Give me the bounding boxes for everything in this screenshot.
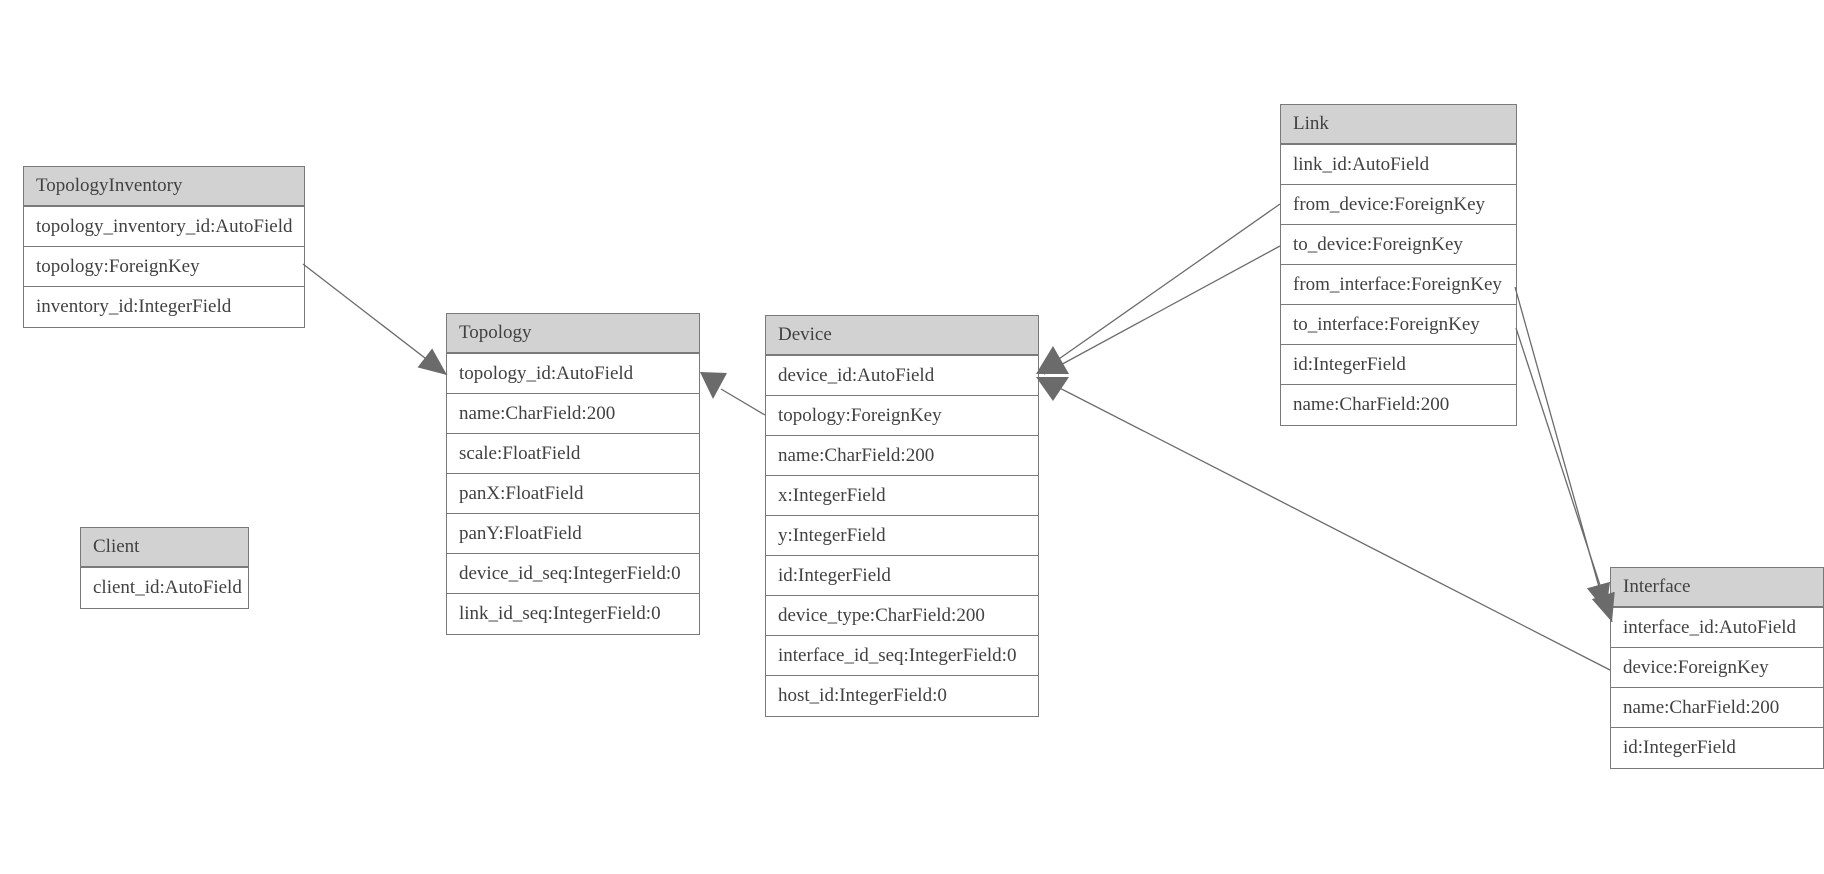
edge-link-to-interface-interface	[1515, 327, 1615, 623]
entity-field: from_device:ForeignKey	[1281, 185, 1516, 225]
entity-field: host_id:IntegerField:0	[778, 685, 947, 706]
entity-field: id:IntegerField	[1281, 345, 1516, 385]
entity-title: Device	[766, 316, 1038, 356]
entity-field: inventory_id:IntegerField	[36, 296, 232, 317]
entity-title: Interface	[1611, 568, 1823, 608]
entity-field: link_id:AutoField	[1281, 145, 1516, 185]
entity-field: id:IntegerField	[766, 556, 1038, 596]
entity-field: id:IntegerField	[1623, 737, 1736, 758]
entity-field: topology:ForeignKey	[24, 247, 304, 287]
entity-title: TopologyInventory	[24, 167, 304, 207]
entity-field: to_interface:ForeignKey	[1281, 305, 1516, 345]
entity-field: link_id_seq:IntegerField:0	[459, 603, 661, 624]
entity-field: device_id:AutoField	[766, 356, 1038, 396]
edge-topologyinventory-topology	[302, 263, 448, 376]
entity-title: Topology	[447, 314, 699, 354]
entity-field: panY:FloatField	[447, 514, 699, 554]
entity-field: device_id_seq:IntegerField:0	[447, 554, 699, 594]
edge-link-from-device-device	[1045, 203, 1281, 369]
entity-field: scale:FloatField	[447, 434, 699, 474]
entity-field: from_interface:ForeignKey	[1281, 265, 1516, 305]
arrowhead-device-to-topology	[700, 372, 727, 399]
entity-field: panX:FloatField	[447, 474, 699, 514]
edge-device-topology	[720, 388, 766, 416]
entity-field: device_type:CharField:200	[766, 596, 1038, 636]
entity-field: client_id:AutoField	[93, 577, 242, 598]
entity-field: name:CharField:200	[1293, 394, 1450, 415]
entity-field: y:IntegerField	[766, 516, 1038, 556]
entity-field: interface_id_seq:IntegerField:0	[766, 636, 1038, 676]
edge-link-to-device-device	[1043, 245, 1281, 375]
arrowhead-interface-to-device	[1036, 377, 1069, 401]
arrowhead-link-to-device	[1036, 346, 1069, 374]
entity-field: topology:ForeignKey	[766, 396, 1038, 436]
entity-client: Client client_id:AutoField	[80, 527, 249, 609]
entity-field: name:CharField:200	[766, 436, 1038, 476]
entity-field: name:CharField:200	[1611, 688, 1823, 728]
edge-link-from-interface-interface	[1514, 286, 1611, 613]
entity-field: interface_id:AutoField	[1611, 608, 1823, 648]
entity-field: to_device:ForeignKey	[1281, 225, 1516, 265]
entity-field: topology_inventory_id:AutoField	[24, 207, 304, 247]
entity-title: Client	[81, 528, 248, 568]
entity-field: device:ForeignKey	[1611, 648, 1823, 688]
entity-field: name:CharField:200	[447, 394, 699, 434]
entity-field: topology_id:AutoField	[447, 354, 699, 394]
entity-title: Link	[1281, 105, 1516, 145]
entity-field: x:IntegerField	[766, 476, 1038, 516]
